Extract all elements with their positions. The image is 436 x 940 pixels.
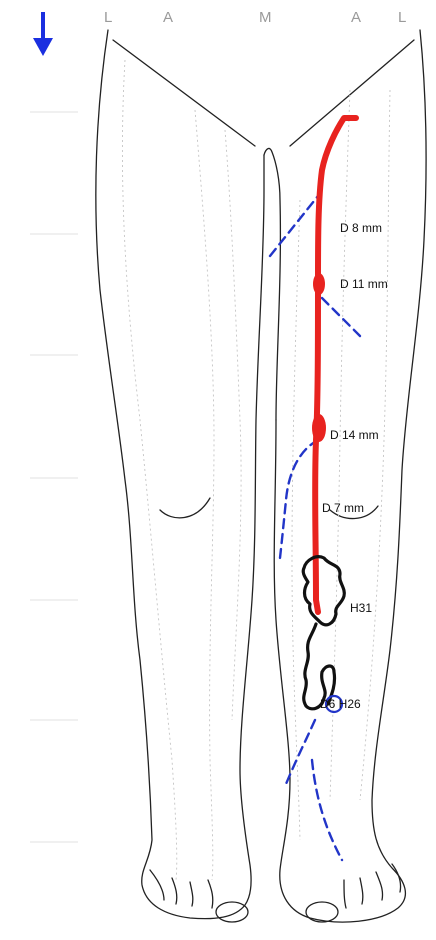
dashed-vein-upper [270, 196, 318, 256]
annotation-h31: H31 [350, 601, 372, 615]
faint-guide-lines [122, 60, 390, 880]
margin-ticks [30, 112, 78, 842]
annotation-d14: D 14 mm [330, 428, 379, 442]
varicose-cluster-upper [303, 557, 344, 625]
dashed-vein-lower-left [286, 720, 315, 784]
dashed-vein-mid [322, 298, 360, 336]
label-lateral-right: L [104, 9, 112, 26]
varicose-clusters [303, 557, 344, 709]
vein-dilation-11mm [313, 273, 325, 295]
right-leg-outline [96, 30, 281, 922]
label-medial: M [259, 9, 272, 26]
label-anterior-left: A [351, 9, 361, 26]
annotation-d7: D 7 mm [322, 501, 364, 515]
arrow-down-icon [33, 12, 53, 56]
groin-lines [113, 40, 414, 146]
label-lateral-left: L [398, 9, 406, 26]
dashed-vein-lower-right [312, 760, 342, 860]
main-vein [312, 118, 356, 612]
annotation-d6-h26: D6 H26 [320, 697, 361, 711]
vein-dilation-14mm [312, 414, 326, 442]
left-leg-outline [274, 30, 426, 922]
annotation-d11: D 11 mm [340, 277, 388, 291]
annotation-d8: D 8 mm [340, 221, 382, 235]
label-anterior-right: A [163, 9, 173, 26]
